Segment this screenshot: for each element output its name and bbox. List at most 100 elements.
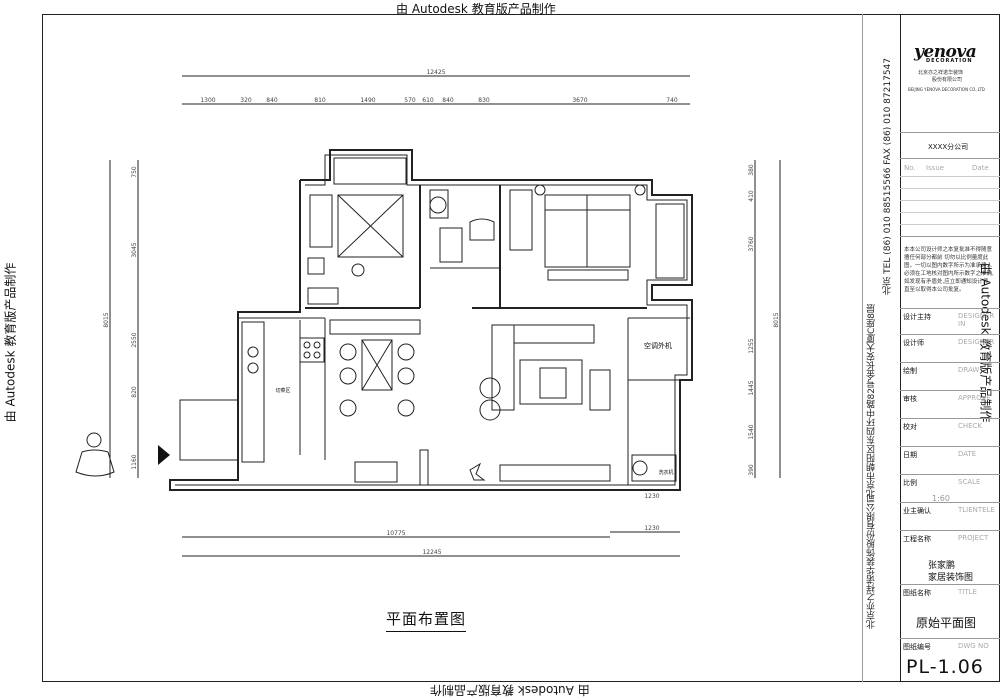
- dim-top-segment: 570: [404, 97, 416, 104]
- plan-title: 平面布置图: [386, 608, 467, 632]
- title-row-label-en: TITLE: [958, 588, 977, 596]
- dim-top-segment: 810: [314, 97, 326, 104]
- title-row-label: 工程名称: [903, 535, 931, 543]
- dim-top-segment: 830: [478, 97, 490, 104]
- title-row-divider: [900, 530, 1000, 531]
- company-cn: 北京亦之祥诺华装饰: [918, 70, 964, 76]
- no-label: No.: [904, 164, 916, 172]
- balcony-north: [333, 157, 407, 185]
- title-row-label-en: PROJECT: [958, 534, 989, 542]
- room-label-kitchen: 切菜区: [275, 387, 290, 394]
- title-row-divider: [900, 418, 1000, 419]
- dim-left-segment: 3045: [131, 242, 138, 257]
- dim-bottom-segment: 10775: [386, 530, 405, 537]
- title-row-label-en: TLIENTELE: [958, 506, 995, 514]
- title-row-divider: [900, 308, 1000, 309]
- company-full-name: 北京亦之祥诺华装饰股份有限公司: [867, 494, 877, 629]
- outer-wall: [169, 149, 693, 491]
- dim-left-segment: 2550: [131, 332, 138, 347]
- dim-left-segment: 750: [131, 166, 138, 178]
- company-en: BEIJING YENOVA DECORATION CO.,LTD: [908, 87, 985, 92]
- title-row-label: 校对: [903, 423, 917, 431]
- title-row-label: 设计主持: [903, 313, 931, 321]
- dim-top-segment: 1300: [200, 97, 215, 104]
- title-row-divider: [900, 390, 1000, 391]
- dim-top-segment: 610: [422, 97, 434, 104]
- title-row-label-en: SCALE: [958, 478, 981, 486]
- stamp-bottom: 由 Autodesk 教育版产品制作: [430, 683, 590, 697]
- title-row-label-en: DATE: [958, 450, 977, 458]
- title-row-label: 业主确认: [903, 507, 931, 515]
- title-row-label-en: DESIGNER: [958, 338, 995, 346]
- dim-left-segment: 1160: [131, 454, 138, 469]
- bed-1: [337, 194, 404, 258]
- drawing-number: PL-1.06: [906, 656, 984, 678]
- rug: [519, 359, 583, 405]
- stamp-top: 由 Autodesk 教育版产品制作: [396, 2, 556, 16]
- title-row-divider: [900, 474, 1000, 475]
- title-row-label-en: APPROVE: [958, 394, 991, 402]
- dim-top-segment: 740: [666, 97, 678, 104]
- room-label-laundry: 洗衣机: [658, 469, 673, 476]
- dim-top-segment: 1490: [360, 97, 375, 104]
- dim-right-segment: 1540: [748, 424, 755, 439]
- title-row-divider: [900, 362, 1000, 363]
- title-row-label-en: DWG NO: [958, 642, 989, 650]
- dim-left-total: 8015: [103, 312, 110, 327]
- title-row-label: 图纸编号: [903, 643, 931, 651]
- company-phone: 北京 TEL (86) 010 88515566 FAX (86) 010 87…: [883, 58, 893, 295]
- date-label: Date: [972, 164, 989, 172]
- dim-right-segment: 390: [748, 464, 755, 476]
- dining-table: [361, 339, 393, 391]
- company-cn-2: 股份有限公司: [932, 77, 963, 83]
- dim-top-segment: 320: [240, 97, 252, 104]
- dim-top-segment: 840: [442, 97, 454, 104]
- title-row-label: 图纸名称: [903, 589, 931, 597]
- dim-left-segment: 820: [131, 386, 138, 398]
- stamp-left: 由 Autodesk 教育版产品制作: [3, 262, 18, 423]
- title-row-label-en: CHECK: [958, 422, 983, 430]
- drawing-title-value: 原始平面图: [916, 616, 977, 630]
- dim-top-segment: 840: [266, 97, 278, 104]
- kitchen-counter: [241, 321, 265, 463]
- dim-right-total: 8015: [773, 312, 780, 327]
- dim-bottom-segment: 1230: [644, 525, 659, 532]
- washbasin: [429, 196, 447, 214]
- project-value-2: 家居装饰图: [928, 573, 974, 583]
- dim-top-segment: 3670: [572, 97, 587, 104]
- title-row-divider: [900, 638, 1000, 639]
- company-logo: yenova: [914, 42, 977, 62]
- title-row-divider: [900, 446, 1000, 447]
- dim-top-total: 12425: [426, 69, 445, 76]
- title-row-label: 日期: [903, 451, 917, 459]
- company-logo-sub: DECORATION: [926, 58, 973, 64]
- title-row-divider: [900, 502, 1000, 503]
- entrance-arrow: [158, 445, 170, 465]
- dim-right-segment: 1445: [748, 380, 755, 395]
- title-block: [900, 14, 1000, 682]
- title-row-divider: [900, 334, 1000, 335]
- title-row-label: 审核: [903, 395, 917, 403]
- sofa: [491, 324, 515, 411]
- dim-right-segment: 380: [748, 164, 755, 176]
- title-row-label-en: DESIGNER IN: [958, 312, 995, 328]
- dim-right-segment: 1255: [748, 338, 755, 353]
- floor-plan: 12425 1300 320 840 810 1490 570 610 840 830 3670 7…: [75, 69, 781, 557]
- title-row-divider: [900, 584, 1000, 585]
- dim-right-segment: 3760: [748, 236, 755, 251]
- room-label-aircon: 空调外机: [644, 341, 672, 350]
- project-value: 张家鹏: [928, 561, 956, 571]
- title-row-label: 绘制: [903, 367, 917, 375]
- scale-value: 1:60: [932, 494, 950, 503]
- title-row-label: 比例: [903, 479, 917, 487]
- title-row-label-en: DRAW: [958, 366, 980, 374]
- copyright-notice: 本本公司设计师之本复批准不得随意擅任何部分都前 切勿以比例量度此图，一切以图内数…: [904, 247, 994, 293]
- issue-label: Issue: [926, 164, 945, 172]
- dim-bottom-segment: 1230: [644, 493, 659, 500]
- toilet: [469, 218, 495, 241]
- company-address: 北京市朝阳区东四环中路82号金长安大厦C座8层: [867, 304, 877, 499]
- address-strip: 北京亦之祥诺华装饰股份有限公司 北京市朝阳区东四环中路82号金长安大厦C座8层 …: [862, 14, 900, 682]
- dim-bottom-segment: 12245: [422, 549, 441, 556]
- title-row-label: 设计师: [903, 339, 924, 347]
- dim-right-segment: 410: [748, 190, 755, 202]
